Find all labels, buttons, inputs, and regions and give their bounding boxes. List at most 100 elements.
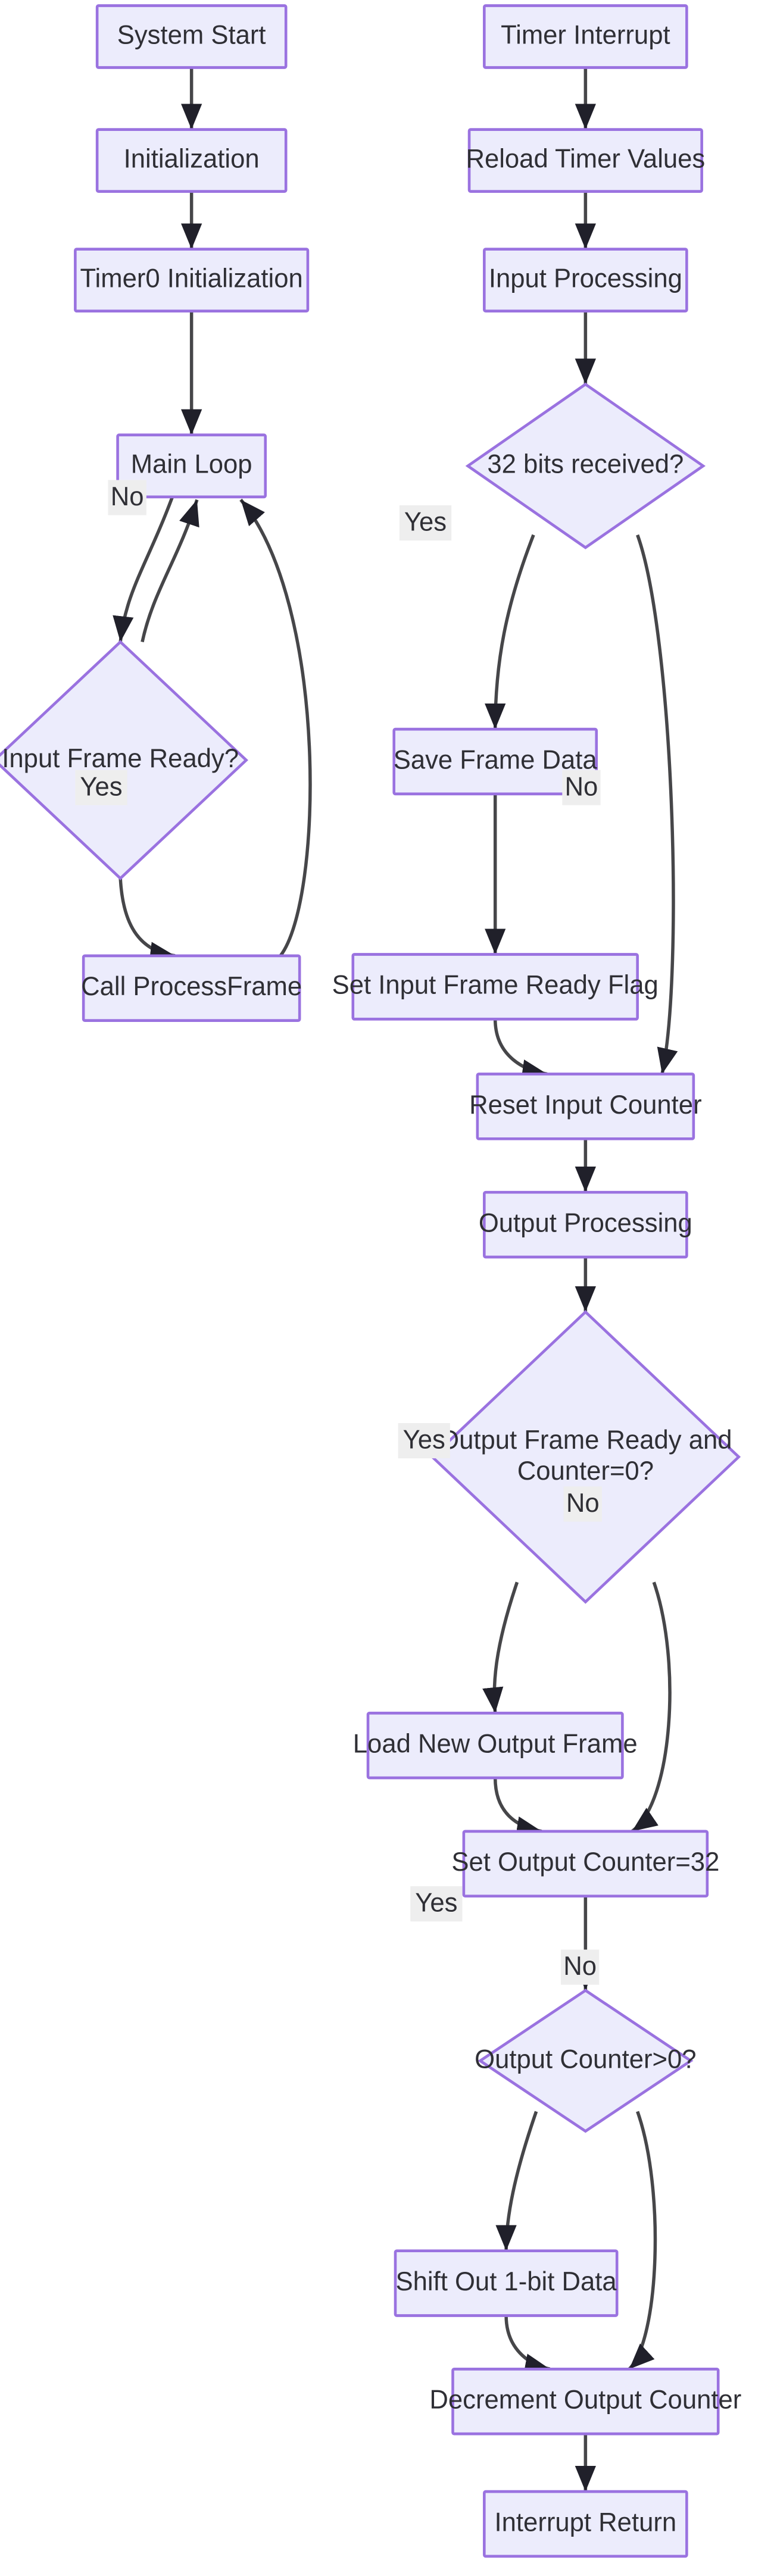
node-main_loop[interactable]: Main Loop [116,433,267,499]
node-label: Main Loop [131,449,252,479]
node-save_frame_data[interactable]: Save Frame Data [392,727,598,796]
node-label: Output Counter>0? [475,2044,696,2074]
node-shift_out_data[interactable]: Shift Out 1-bit Data [394,2249,619,2317]
edge-set_input_flag-to-reset_input_counter [493,1019,548,1081]
edge-label-lbl_bits_yes: Yes [399,505,452,541]
process-shape [476,1073,695,1140]
edge-label-text: No [111,482,144,512]
node-output_counter_gt0[interactable]: Output Counter>0? [475,1989,697,2133]
node-label: Initialization [124,144,260,174]
node-label: System Start [117,20,266,50]
process-shape [483,4,688,69]
node-label: Shift Out 1-bit Data [396,2266,617,2296]
process-shape [74,248,310,313]
edge-load_new_frame-to-set_output_counter [493,1778,542,1838]
edge-input_frame_ready-to-main_loop [141,499,199,643]
process-shape [95,128,288,193]
edge-label-background [410,1886,463,1922]
edge-label-background [399,505,452,541]
node-system_start[interactable]: System Start [95,4,288,69]
edge-main_loop-to-input_frame_ready [113,496,174,642]
process-shape [351,953,639,1021]
node-label: Output Processing [479,1208,692,1238]
process-shape [82,954,301,1023]
node-label: Reset Input Counter [469,1090,702,1120]
node-label: Timer Interrupt [501,20,670,50]
process-shape [451,2367,720,2436]
edge-label-text: Yes [415,1888,457,1918]
edge-label-lbl_cnt_yes: Yes [410,1886,463,1922]
edge-input_frame_ready-to-call_processframe [118,878,176,964]
edge-label-background [75,770,127,805]
edge-label-text: Yes [403,1425,445,1455]
edge-bits_received-to-save_frame_data [485,534,535,730]
node-label: Timer0 Initialization [80,264,303,293]
node-interrupt_return[interactable]: Interrupt Return [483,2490,688,2558]
node-call_processframe[interactable]: Call ProcessFrame [81,954,302,1023]
edges-layer [113,67,678,2492]
node-label: Interrupt Return [495,2508,677,2537]
edge-label-text: No [563,1952,597,1981]
node-input_processing[interactable]: Input Processing [483,248,688,313]
edge-output_ready-to-set_output_counter [631,1581,672,1833]
edge-label-lbl_out_yes: Yes [398,1423,450,1459]
edge-label-lbl_out_no: No [563,1486,602,1522]
edge-label-background [398,1423,450,1459]
process-shape [483,1190,688,1259]
node-initialization[interactable]: Initialization [95,128,288,193]
edge-label-background [562,770,601,805]
node-timer0_init[interactable]: Timer0 Initialization [74,248,310,313]
node-label: Reload Timer Values [466,144,705,174]
process-shape [467,128,703,193]
node-set_input_flag[interactable]: Set Input Frame Ready Flag [332,953,659,1021]
process-shape [462,1830,709,1898]
node-label: Decrement Output Counter [429,2385,741,2415]
node-set_output_counter[interactable]: Set Output Counter=32 [451,1830,719,1898]
edge-label-background [560,1949,600,1985]
edge-label-lbl_bits_no: No [562,770,601,805]
decision-shape [430,1309,741,1604]
edge-output_ready-to-load_new_frame [482,1581,519,1714]
process-shape [483,248,688,313]
edge-label-background [563,1486,602,1522]
edge-output_counter_gt0-to-shift_out_data [495,2111,538,2251]
edge-shift_out_data-to-decrement_counter [504,2315,551,2375]
decision-shape [465,382,706,549]
edge-output_counter_gt0-to-decrement_counter [628,2111,657,2371]
node-label: Set Input Frame Ready Flag [332,970,659,1000]
node-label: Call ProcessFrame [81,972,302,1002]
node-bits_received[interactable]: 32 bits received? [465,382,706,549]
process-shape [392,727,598,796]
process-shape [483,2490,688,2558]
node-label: Save Frame Data [394,745,597,775]
node-timer_interrupt[interactable]: Timer Interrupt [483,4,688,69]
node-reset_input_counter[interactable]: Reset Input Counter [469,1073,702,1140]
decision-shape [478,1989,694,2133]
node-label: Set Output Counter=32 [451,1847,719,1877]
process-shape [116,433,267,499]
edge-label-text: No [565,772,598,802]
process-shape [366,1711,624,1780]
node-reload_timer[interactable]: Reload Timer Values [466,128,705,193]
node-label: Load New Output Frame [353,1729,638,1759]
decision-shape [0,640,248,880]
edge-label-lbl_left_yes: Yes [75,770,127,805]
node-output_processing[interactable]: Output Processing [479,1190,692,1259]
node-label: Input Frame Ready? [2,743,239,773]
edge-label-background [108,480,146,515]
node-decrement_counter[interactable]: Decrement Output Counter [429,2367,742,2436]
edge-label-text: Yes [80,772,122,802]
edge-label-lbl_cnt_no: No [560,1949,600,1985]
edge-bits_received-to-reset_input_counter [636,534,678,1075]
node-input_frame_ready[interactable]: Input Frame Ready? [0,640,248,880]
node-load_new_frame[interactable]: Load New Output Frame [353,1711,638,1780]
edge-label-text: Yes [404,507,447,537]
node-label: Input Processing [489,264,682,293]
process-shape [95,4,288,69]
